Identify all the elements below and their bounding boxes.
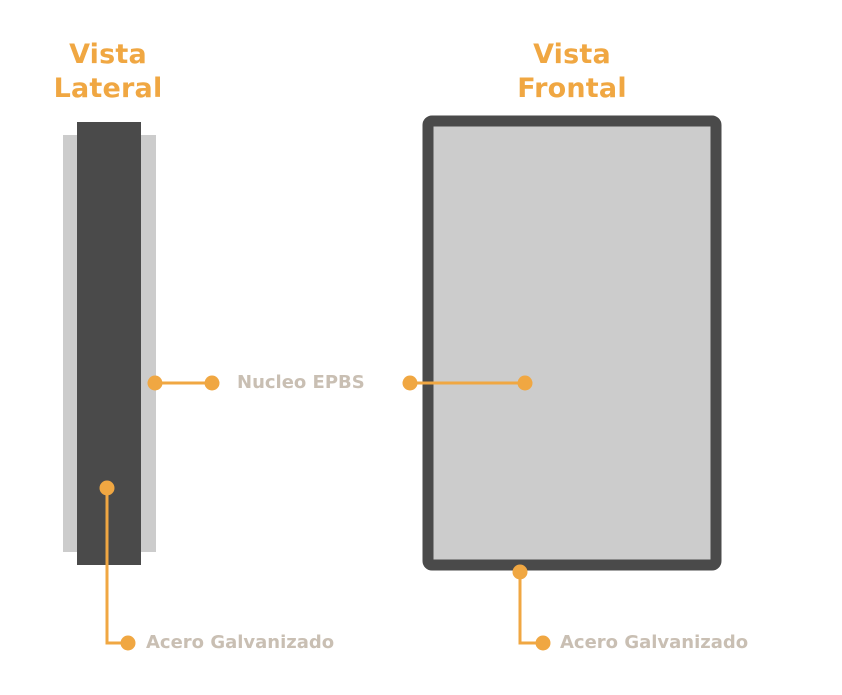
side-core-callout bbox=[147, 375, 220, 391]
callout-dot bbox=[99, 480, 115, 496]
front-view-title-line2: Frontal bbox=[517, 73, 627, 104]
callout-line bbox=[518, 572, 543, 645]
side-steel-layer bbox=[77, 122, 141, 565]
callout-dot bbox=[120, 635, 136, 651]
front-view-title-line1: Vista bbox=[533, 39, 611, 70]
side-steel-label: Acero Galvanizado bbox=[146, 632, 335, 653]
callout-dot bbox=[204, 375, 220, 391]
side-view-title: Vista Lateral bbox=[40, 38, 176, 106]
core-label: Nucleo EPBS bbox=[237, 372, 365, 393]
front-view-title: Vista Frontal bbox=[494, 38, 650, 106]
callout-dot bbox=[512, 564, 528, 580]
callout-dot bbox=[402, 375, 418, 391]
side-view-title-line1: Vista bbox=[69, 39, 147, 70]
front-steel-callout bbox=[512, 564, 551, 651]
front-core-callout bbox=[402, 375, 533, 391]
front-steel-label: Acero Galvanizado bbox=[560, 632, 749, 653]
callout-dot bbox=[517, 375, 533, 391]
side-steel-callout bbox=[99, 480, 136, 651]
callout-dot bbox=[535, 635, 551, 651]
side-view-title-line2: Lateral bbox=[53, 73, 163, 104]
callout-dot bbox=[147, 375, 163, 391]
front-panel bbox=[422, 115, 722, 571]
